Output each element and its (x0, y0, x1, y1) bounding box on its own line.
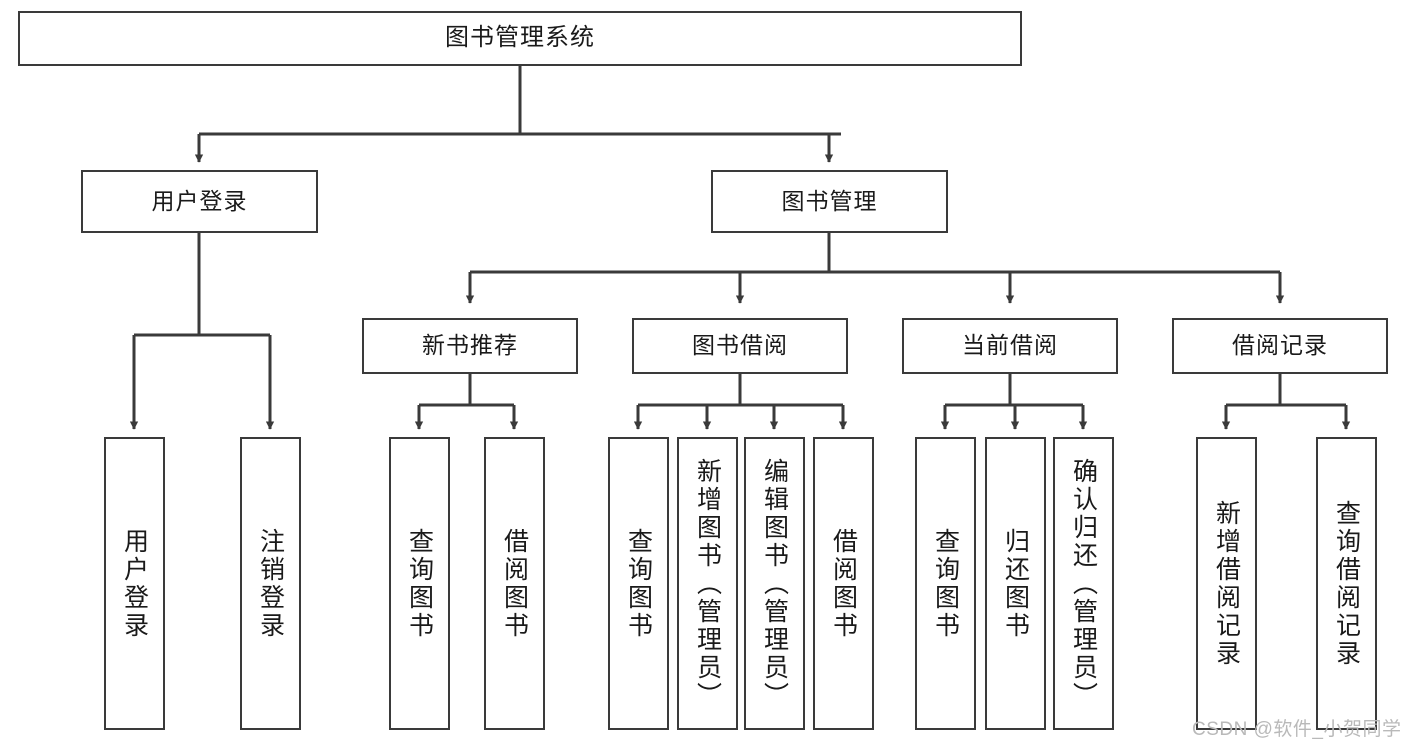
node-current-borrow[interactable]: 当前借阅 (902, 318, 1118, 374)
node-label: 查询图书 (405, 527, 434, 640)
node-borrow-record[interactable]: 借阅记录 (1172, 318, 1388, 374)
node-label: 用户登录 (120, 527, 149, 640)
node-leaf-user-login[interactable]: 用户登录 (104, 437, 165, 730)
node-book-management[interactable]: 图书管理 (711, 170, 948, 233)
node-label: 图书管理系统 (445, 24, 595, 52)
node-label: 借阅记录 (1232, 332, 1328, 359)
node-leaf-recommend-borrow-book[interactable]: 借阅图书 (484, 437, 545, 730)
node-leaf-recommend-query-book[interactable]: 查询图书 (389, 437, 450, 730)
node-leaf-add-book-admin[interactable]: 新增图书（管理员） (677, 437, 738, 730)
node-book-borrow[interactable]: 图书借阅 (632, 318, 848, 374)
node-label: 新增借阅记录 (1212, 499, 1241, 668)
node-label: 确认归还（管理员） (1069, 457, 1098, 710)
node-label: 图书借阅 (692, 332, 788, 359)
node-new-book-recommend[interactable]: 新书推荐 (362, 318, 578, 374)
node-label: 借阅图书 (500, 527, 529, 640)
node-label: 用户登录 (151, 187, 248, 214)
node-label: 新增图书（管理员） (693, 457, 722, 710)
node-leaf-current-query-book[interactable]: 查询图书 (915, 437, 976, 730)
node-user-login[interactable]: 用户登录 (81, 170, 318, 233)
node-label: 编辑图书（管理员） (760, 457, 789, 710)
node-label: 查询借阅记录 (1332, 499, 1361, 668)
node-label: 查询图书 (931, 527, 960, 640)
node-label: 归还图书 (1001, 527, 1030, 640)
node-label: 借阅图书 (829, 527, 858, 640)
node-leaf-logout[interactable]: 注销登录 (240, 437, 301, 730)
csdn-watermark: CSDN @软件_小贺同学 (1192, 719, 1402, 740)
node-label: 当前借阅 (962, 332, 1058, 359)
node-leaf-confirm-return-admin[interactable]: 确认归还（管理员） (1053, 437, 1114, 730)
node-root-system[interactable]: 图书管理系统 (18, 11, 1022, 66)
node-leaf-add-borrow-record[interactable]: 新增借阅记录 (1196, 437, 1257, 730)
node-leaf-borrow-book[interactable]: 借阅图书 (813, 437, 874, 730)
node-leaf-borrow-query-book[interactable]: 查询图书 (608, 437, 669, 730)
node-leaf-query-borrow-record[interactable]: 查询借阅记录 (1316, 437, 1377, 730)
node-leaf-return-book[interactable]: 归还图书 (985, 437, 1046, 730)
node-leaf-edit-book-admin[interactable]: 编辑图书（管理员） (744, 437, 805, 730)
node-label: 图书管理 (781, 187, 878, 214)
node-label: 注销登录 (256, 527, 285, 640)
node-label: 查询图书 (624, 527, 653, 640)
node-label: 新书推荐 (422, 332, 518, 359)
